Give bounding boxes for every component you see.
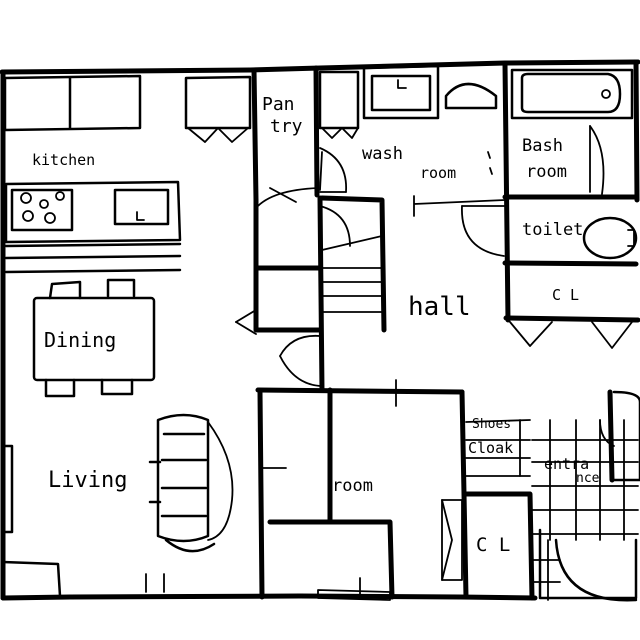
closet-door-bottom bbox=[441, 499, 463, 581]
closet-label-right: C L bbox=[552, 286, 580, 304]
closet-label-bottom: C L bbox=[476, 534, 511, 556]
kitchen-cabinets bbox=[3, 74, 252, 274]
washbasin-icon bbox=[362, 64, 440, 120]
interior-walls bbox=[251, 61, 640, 601]
dining-table-icon bbox=[32, 278, 156, 398]
washroom-label-line1: wash bbox=[362, 144, 403, 164]
under-stair-door bbox=[235, 309, 257, 335]
washroom-door bbox=[319, 147, 347, 193]
pantry-label-line1: Pan bbox=[262, 94, 295, 115]
exterior-walls bbox=[0, 59, 640, 601]
toilet-icon bbox=[582, 216, 638, 260]
dining-label: Dining bbox=[44, 328, 117, 352]
entrance-storage bbox=[538, 528, 638, 602]
room-label: room bbox=[332, 476, 373, 496]
entrance-tiles bbox=[531, 419, 639, 601]
kitchen-label: kitchen bbox=[32, 151, 96, 169]
closet-doors-right bbox=[509, 321, 633, 349]
washroom-label-line2: room bbox=[420, 164, 457, 182]
pantry-shelves bbox=[318, 70, 360, 139]
toilet-door bbox=[461, 205, 505, 257]
entrance-door bbox=[599, 390, 640, 482]
kitchen-sink-icon bbox=[113, 188, 170, 226]
shoes-cloak-label-line1: Shoes bbox=[472, 417, 512, 432]
washing-machine-icon bbox=[444, 82, 498, 110]
staircase bbox=[255, 187, 383, 313]
entrance-label-line2: nce bbox=[576, 471, 600, 486]
pantry-label-line2: try bbox=[270, 116, 303, 137]
hall-label: hall bbox=[408, 292, 471, 322]
sofa-icon bbox=[148, 413, 234, 553]
shoes-cloak-label-line2: Cloak bbox=[468, 439, 514, 457]
stove-icon bbox=[10, 188, 74, 232]
living-cabinet bbox=[1, 444, 62, 598]
entrance-label-line1: entra bbox=[544, 455, 590, 473]
shoes-cloak-shelves bbox=[465, 419, 531, 477]
hall-door bbox=[279, 334, 321, 387]
bathroom-label-line1: Bash bbox=[522, 136, 563, 156]
room-window bbox=[317, 589, 391, 601]
living-window-marks bbox=[145, 573, 165, 593]
washroom-partition-dashes bbox=[487, 151, 493, 175]
washroom-threshold bbox=[413, 195, 506, 217]
living-label: Living bbox=[48, 468, 128, 493]
bathtub-icon bbox=[510, 68, 634, 120]
toilet-label: toilet bbox=[522, 220, 584, 240]
bathroom-door bbox=[589, 125, 605, 195]
bathroom-label-line2: room bbox=[526, 162, 567, 182]
